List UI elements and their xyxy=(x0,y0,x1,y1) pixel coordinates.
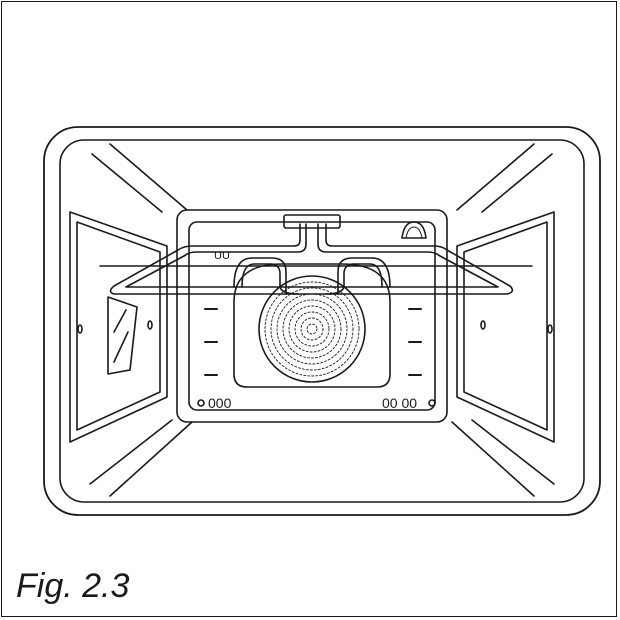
right-vent-label: 00 00 xyxy=(382,395,417,411)
right-side-hole-2 xyxy=(480,320,486,330)
fan-cover-icon xyxy=(233,263,391,388)
inner-cavity xyxy=(59,139,585,503)
top-left-marking: UU xyxy=(214,250,230,262)
back-wall xyxy=(176,209,448,423)
left-screw xyxy=(197,399,205,407)
grill-mount xyxy=(283,214,341,229)
grill-heating-element-icon xyxy=(109,223,514,295)
oven-lamp-icon xyxy=(401,221,427,239)
back-wall-slots xyxy=(204,308,422,376)
perspective-lines xyxy=(89,143,555,497)
right-side-hole xyxy=(547,324,553,334)
left-side-hole-2 xyxy=(147,320,153,330)
right-screw xyxy=(428,399,436,407)
left-side-wall xyxy=(69,211,168,443)
fan-grille xyxy=(264,281,360,377)
oven-cavity-diagram: 000 00 00 UU xyxy=(43,126,601,516)
outer-cavity xyxy=(43,126,601,516)
left-side-hole xyxy=(77,324,83,334)
left-vent-label: 000 xyxy=(208,395,232,411)
right-side-wall xyxy=(456,211,555,443)
figure-caption: Fig. 2.3 xyxy=(16,567,130,605)
back-wall-inner xyxy=(188,221,436,411)
